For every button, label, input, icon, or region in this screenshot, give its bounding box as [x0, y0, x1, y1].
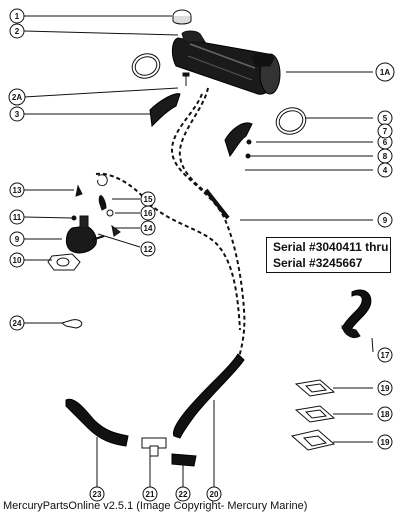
fitting-cluster: [65, 174, 121, 254]
clamp-rings: [131, 53, 307, 135]
svg-text:19: 19: [381, 384, 390, 393]
svg-text:8: 8: [383, 152, 388, 161]
callout-8: 8: [377, 148, 393, 164]
callout-21: 21: [142, 486, 158, 502]
svg-text:1: 1: [15, 12, 20, 21]
brackets: [149, 93, 253, 159]
svg-text:1A: 1A: [380, 68, 390, 77]
svg-text:14: 14: [144, 224, 153, 233]
callout-4: 4: [377, 162, 393, 178]
short-hose-22: [171, 453, 197, 467]
callout-19-top: 19: [377, 380, 393, 396]
callout-22: 22: [175, 486, 191, 502]
callout-7: 7: [377, 123, 393, 139]
callout-2a: 2A: [8, 88, 26, 106]
serial-range-box: Serial #3040411 thru Serial #3245667: [266, 237, 391, 273]
svg-text:13: 13: [13, 186, 22, 195]
muffler-body: [171, 30, 281, 95]
svg-text:24: 24: [13, 319, 22, 328]
dashed-tubes: [95, 87, 246, 363]
callout-18: 18: [377, 406, 393, 422]
screw-part: [182, 72, 190, 86]
svg-text:2A: 2A: [12, 93, 22, 102]
callout-14: 14: [140, 220, 156, 236]
svg-text:4: 4: [383, 166, 388, 175]
callout-11: 11: [9, 209, 25, 225]
elbow-hose-17: [341, 289, 372, 339]
hose-23: [65, 398, 129, 447]
leader-lines: [23, 15, 374, 488]
hose-20: [173, 353, 245, 439]
callout-10: 10: [9, 252, 25, 268]
svg-text:10: 10: [13, 256, 22, 265]
callout-17: 17: [377, 347, 393, 363]
callout-12: 12: [140, 241, 156, 257]
svg-text:6: 6: [383, 138, 388, 147]
svg-text:23: 23: [93, 490, 102, 499]
svg-text:2: 2: [15, 27, 20, 36]
serial-start: Serial #3040411 thru: [273, 240, 389, 254]
svg-text:9: 9: [383, 216, 388, 225]
callout-23: 23: [89, 486, 105, 502]
callout-1: 1: [9, 8, 25, 24]
svg-text:9: 9: [15, 235, 20, 244]
callout-3: 3: [9, 106, 25, 122]
callout-1a: 1A: [375, 62, 395, 82]
cap-part: [172, 9, 192, 25]
svg-text:5: 5: [383, 114, 388, 123]
svg-text:17: 17: [381, 351, 390, 360]
svg-text:20: 20: [210, 490, 219, 499]
callout-5: 5: [377, 110, 393, 126]
svg-text:16: 16: [144, 209, 153, 218]
serial-end: Serial #3245667: [273, 256, 363, 270]
svg-text:12: 12: [144, 245, 153, 254]
callout-16: 16: [140, 205, 156, 221]
tee-fitting-21: [141, 437, 167, 457]
gaskets-18-19: [290, 379, 336, 451]
hose-24: [60, 319, 83, 329]
svg-text:3: 3: [15, 110, 20, 119]
solid-tube-segment: [204, 188, 230, 220]
callout-15: 15: [140, 191, 156, 207]
callout-24: 24: [9, 315, 25, 331]
svg-text:21: 21: [146, 490, 155, 499]
svg-text:15: 15: [144, 195, 153, 204]
callout-20: 20: [206, 486, 222, 502]
callout-19-bottom: 19: [377, 434, 393, 450]
svg-text:11: 11: [13, 213, 22, 222]
gasket-10: [47, 253, 81, 271]
callout-2: 2: [9, 23, 25, 39]
callout-9-right: 9: [377, 212, 393, 228]
svg-text:19: 19: [381, 438, 390, 447]
svg-text:22: 22: [179, 490, 188, 499]
callout-13: 13: [9, 182, 25, 198]
svg-text:7: 7: [383, 127, 388, 136]
copyright-footer: MercuryPartsOnline v2.5.1 (Image Copyrig…: [3, 500, 308, 512]
svg-text:18: 18: [381, 410, 390, 419]
callout-9-left: 9: [9, 231, 25, 247]
